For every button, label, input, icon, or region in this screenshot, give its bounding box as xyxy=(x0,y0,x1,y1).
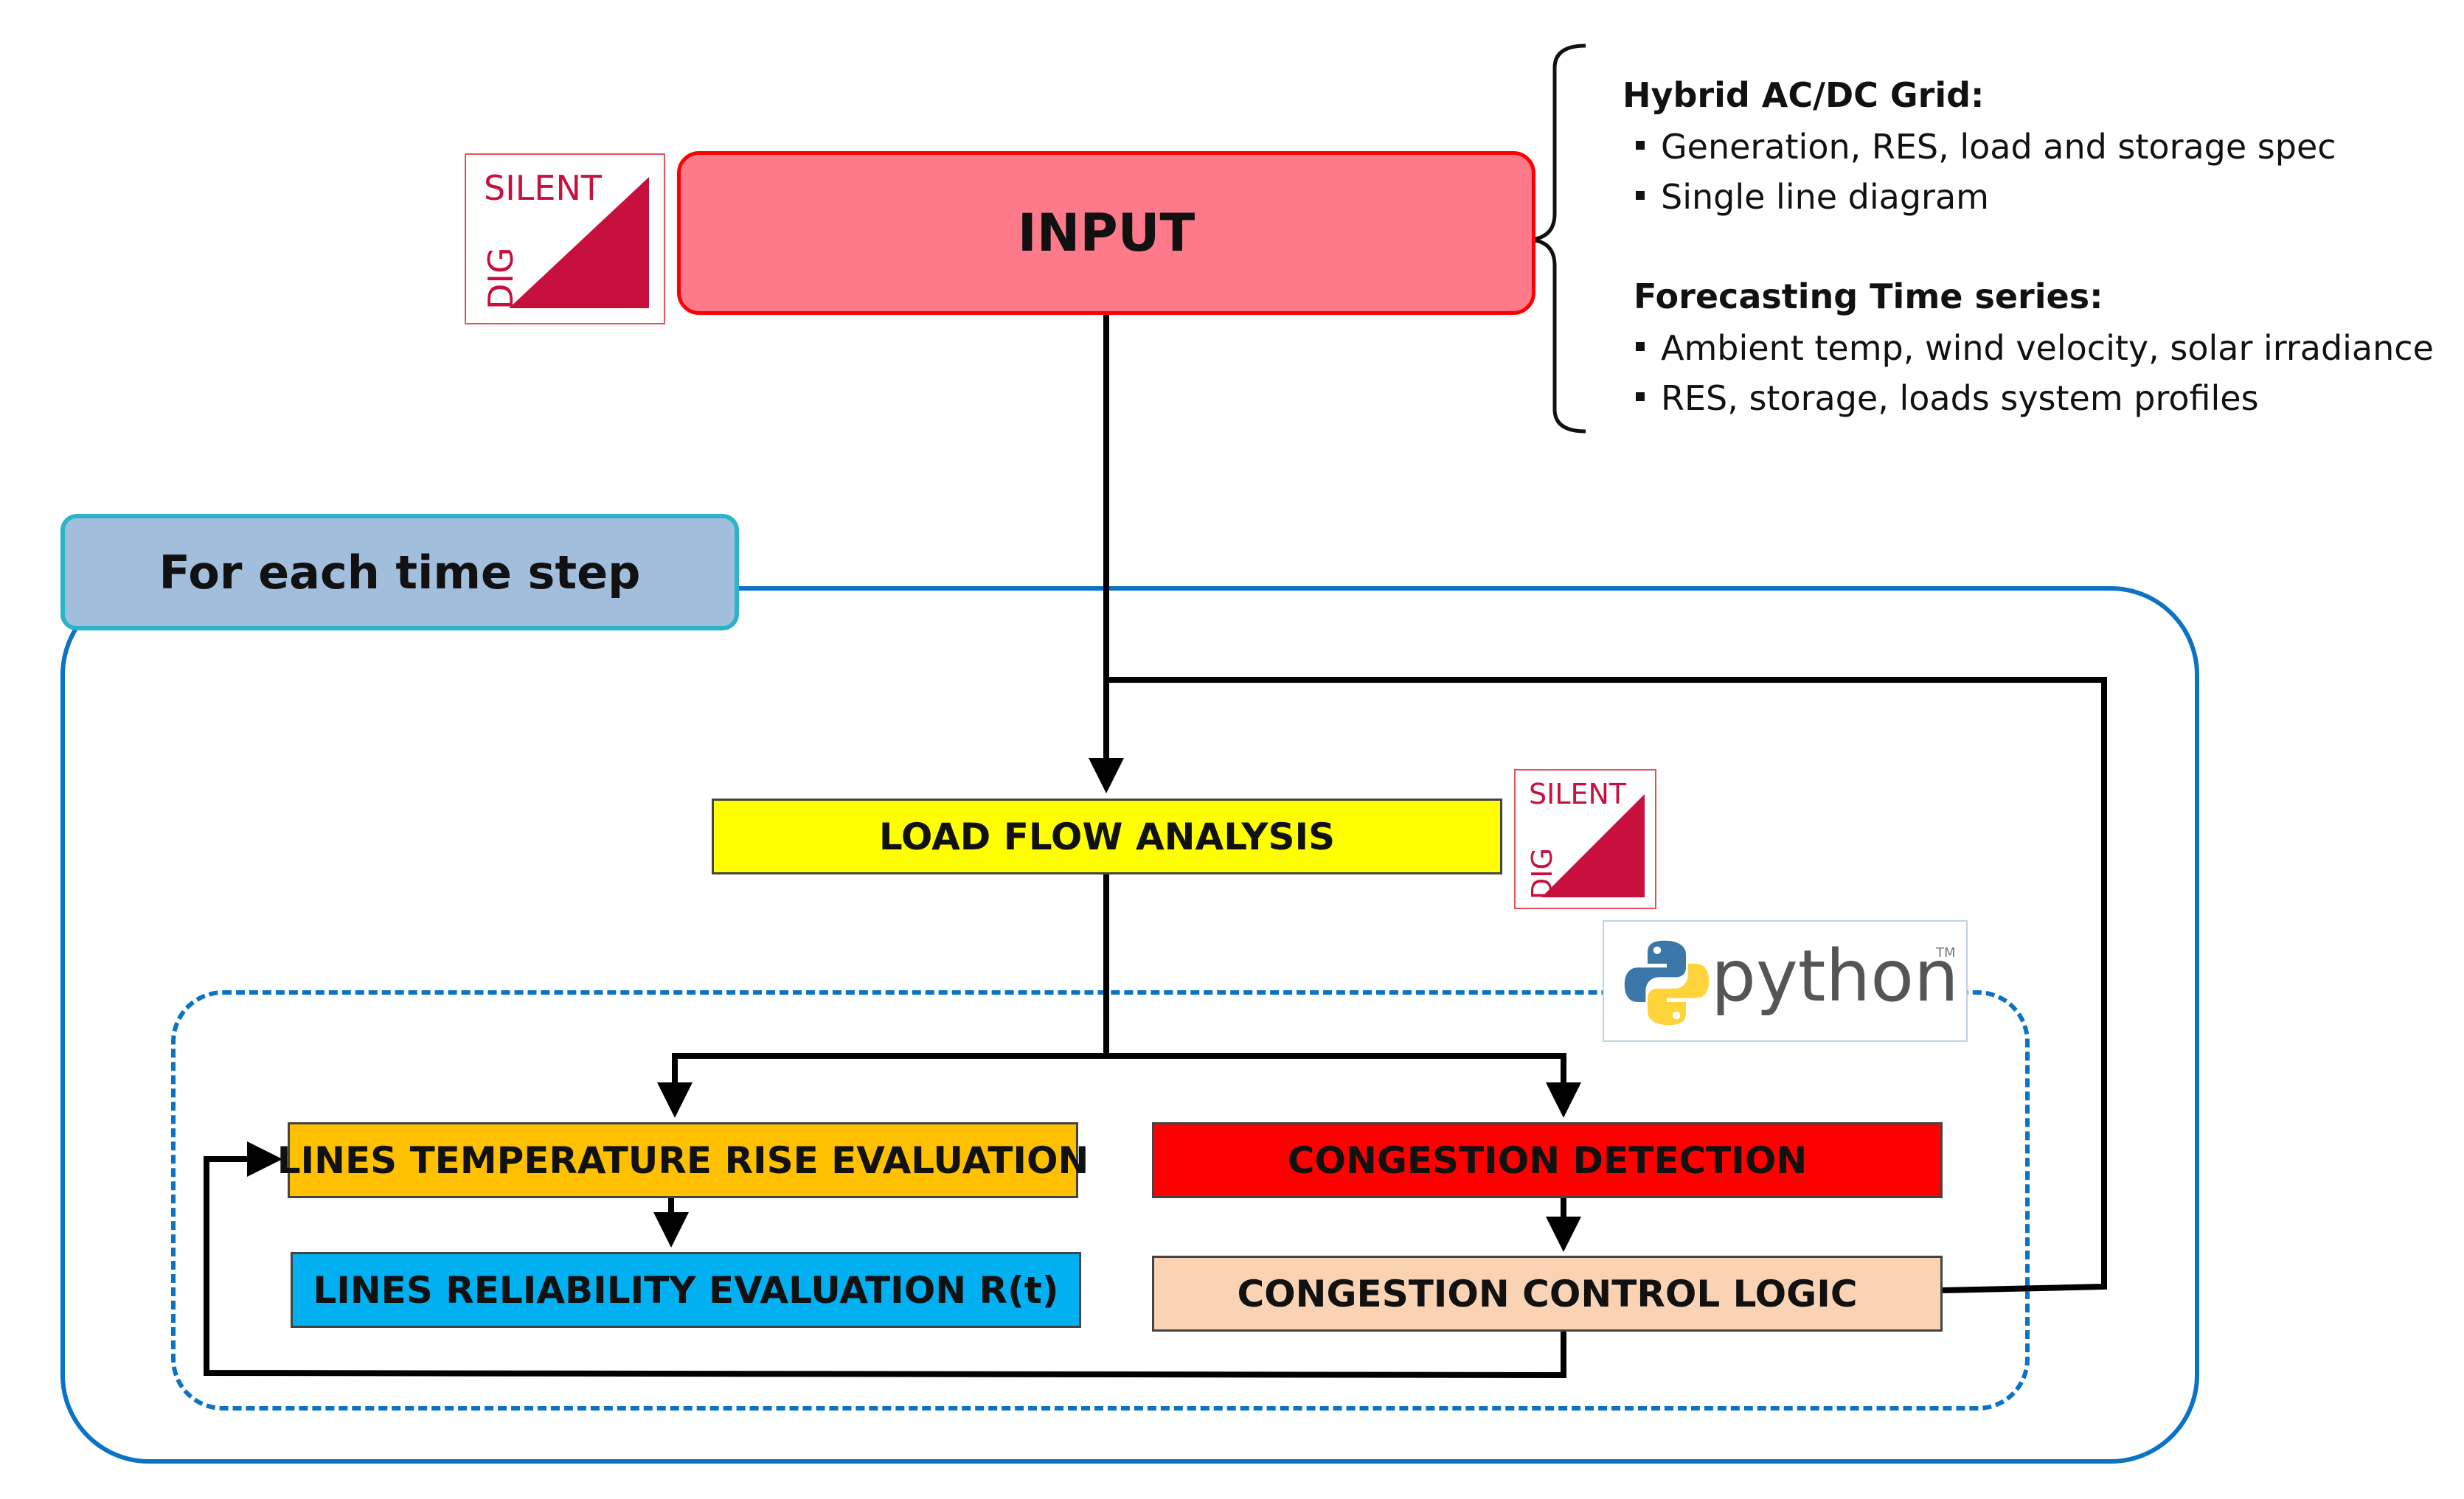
load-flow-analysis-label: LOAD FLOW ANALYSIS xyxy=(878,815,1336,858)
grid-heading: Hybrid AC/DC Grid: xyxy=(1623,75,1985,115)
split-to-temp-arrow xyxy=(657,1053,1106,1118)
input-label: INPUT xyxy=(1017,203,1195,263)
temperature-rise-block: LINES TEMPERATURE RISE EVALUATION xyxy=(277,1122,1089,1198)
reliability-evaluation-block: LINES RELIABILITY EVALUATION R(t) xyxy=(291,1252,1081,1328)
python-logo xyxy=(1603,920,1968,1042)
congestion-detection-label: CONGESTION DETECTION xyxy=(1287,1138,1808,1182)
forecast-item-1: Ambient temp, wind velocity, solar irrad… xyxy=(1636,328,2434,368)
input-block: INPUT xyxy=(677,151,1535,315)
digsilent-dig-text-small: DIG xyxy=(1526,848,1558,900)
forecast-heading: Forecasting Time series: xyxy=(1634,277,2103,316)
split-to-congestion-arrow xyxy=(1106,1053,1581,1118)
forecast-item-2: RES, storage, loads system profiles xyxy=(1636,378,2259,418)
python-scope-dashed-area xyxy=(171,990,2030,1411)
digsilent-triangle-icon xyxy=(509,177,649,308)
reliability-evaluation-label: LINES RELIABILITY EVALUATION R(t) xyxy=(313,1268,1059,1312)
temperature-rise-label: LINES TEMPERATURE RISE EVALUATION xyxy=(277,1138,1089,1182)
digsilent-silent-text: SILENT xyxy=(484,168,602,208)
python-wordmark: python xyxy=(1711,935,1959,1018)
python-snake-icon xyxy=(1624,940,1710,1026)
control-to-temp-return-arrow xyxy=(204,1141,1566,1379)
digsilent-silent-text-small: SILENT xyxy=(1529,778,1627,810)
congestion-detection-block: CONGESTION DETECTION xyxy=(1152,1122,1943,1198)
congestion-control-logic-label: CONGESTION CONTROL LOGIC xyxy=(1237,1272,1858,1315)
congestion-control-logic-block: CONGESTION CONTROL LOGIC xyxy=(1152,1256,1943,1332)
load-flow-analysis-block: LOAD FLOW ANALYSIS xyxy=(712,799,1502,874)
grid-item-2: Single line diagram xyxy=(1636,177,1989,217)
digsilent-logo-small: SILENT DIG xyxy=(1514,769,1656,909)
python-trademark: TM xyxy=(1936,945,1956,961)
digsilent-triangle-icon-small xyxy=(1541,794,1645,897)
input-notes-brace xyxy=(1530,44,1586,434)
digsilent-dig-text: DIG xyxy=(481,247,521,310)
digsilent-logo: SILENT DIG xyxy=(465,153,665,324)
grid-item-1: Generation, RES, load and storage spec xyxy=(1636,127,2336,167)
control-feedback-line xyxy=(1106,677,2107,1293)
time-step-loop-container xyxy=(60,586,2199,1464)
time-step-label-text: For each time step xyxy=(159,545,641,599)
time-step-label: For each time step xyxy=(60,514,739,630)
